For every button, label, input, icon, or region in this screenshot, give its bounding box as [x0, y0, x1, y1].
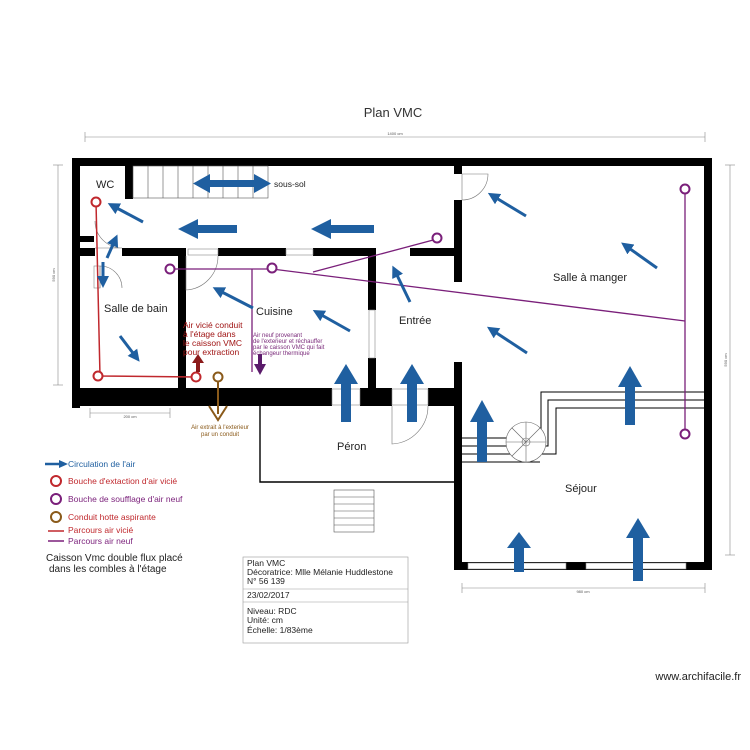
- airflow-arrow-living-2: [618, 366, 642, 425]
- title-block-line3: N° 56 139: [247, 576, 285, 586]
- fresh-vent-entry: [431, 232, 443, 244]
- extraction-up-arrow: [192, 354, 204, 372]
- note-air-neuf: Air neuf provenant de l'exterieur et réc…: [253, 333, 325, 357]
- svg-text:Circulation de l'air: Circulation de l'air: [68, 459, 135, 469]
- fresh-vent-bath: [164, 263, 176, 275]
- title-block-date: 23/02/2017: [247, 590, 290, 600]
- airflow-arrow-living-3: [507, 532, 531, 572]
- title-block-niveau: Niveau: RDC: [247, 606, 297, 616]
- hood-conduit: [208, 371, 228, 422]
- room-cuisine: Cuisine: [256, 306, 293, 318]
- legend-item-hood-conduit: Conduit hotte aspirante: [50, 511, 156, 523]
- svg-text:par le caisson VMC qui fait: par le caisson VMC qui fait: [253, 345, 325, 351]
- svg-text:Air vicié conduit: Air vicié conduit: [183, 320, 243, 330]
- extraction-vents: [90, 196, 202, 383]
- legend-item-vicie-path: Parcours air vicié: [48, 525, 133, 535]
- dim-left: 590 cm: [51, 268, 56, 282]
- room-peron: Péron: [337, 441, 366, 453]
- airflow-arrow-porch-2: [400, 364, 424, 422]
- title-block-line1: Plan VMC: [247, 558, 285, 568]
- dim-top: 1400 cm: [387, 131, 403, 136]
- room-sous-sol: sous-sol: [274, 179, 306, 189]
- airflow-arrows: [178, 174, 650, 581]
- room-salle-a-manger: Salle à manger: [553, 272, 627, 284]
- note-air-extrait: Air extrait à l'exterieur par un conduit: [191, 425, 249, 438]
- spiral-staircase: [505, 421, 547, 463]
- room-wc: WC: [96, 179, 114, 191]
- title-block-echelle: Échelle: 1/83ème: [247, 625, 313, 635]
- extraction-vent-wc: [90, 196, 102, 208]
- fresh-vent-kitchen: [266, 262, 278, 274]
- fresh-down-arrow: [254, 354, 266, 375]
- room-salle-de-bain: Salle de bain: [104, 303, 168, 315]
- dim-bottom-left: 200 cm: [123, 414, 137, 419]
- walls: [72, 158, 712, 570]
- fresh-vent-dining: [679, 183, 691, 195]
- dim-right: 590 cm: [723, 353, 728, 367]
- fresh-vent-living: [679, 428, 691, 440]
- railing: [462, 391, 704, 463]
- svg-text:le caisson VMC: le caisson VMC: [183, 338, 242, 348]
- extraction-vent-kitchen: [190, 371, 202, 383]
- svg-text:Bouche de soufflage d'air neuf: Bouche de soufflage d'air neuf: [68, 494, 183, 504]
- airflow-arrow-porch-1: [334, 364, 358, 422]
- title-block: Plan VMC Décoratrice: Mlle Mélanie Huddl…: [242, 556, 409, 644]
- svg-text:Air extrait à l'exterieur: Air extrait à l'exterieur: [191, 425, 249, 431]
- airflow-arrow-corridor-1: [178, 219, 237, 239]
- plan-title: Plan VMC: [364, 105, 423, 120]
- svg-text:de l'exterieur et réchauffer: de l'exterieur et réchauffer: [253, 339, 322, 345]
- airflow-arrow-corridor-2: [311, 219, 374, 239]
- svg-text:à l'étage dans: à l'étage dans: [183, 329, 236, 339]
- svg-text:Parcours air neuf: Parcours air neuf: [68, 536, 133, 546]
- svg-text:échangeur thermique: échangeur thermique: [253, 351, 310, 357]
- svg-text:par un conduit: par un conduit: [201, 432, 239, 438]
- brand-watermark: www.archifacile.fr: [654, 671, 741, 683]
- airflow-arrow-basement: [193, 174, 271, 193]
- fresh-air-vents: [164, 183, 691, 440]
- title-block-line2: Décoratrice: Mlle Mélanie Huddlestone: [247, 567, 393, 577]
- airflow-diagonal-arrows: [97, 192, 658, 362]
- room-entree: Entrée: [399, 315, 431, 327]
- legend-item-neuf-path: Parcours air neuf: [48, 536, 133, 546]
- svg-text:Conduit hotte aspirante: Conduit hotte aspirante: [68, 512, 156, 522]
- svg-text:Bouche d'extaction d'air vicié: Bouche d'extaction d'air vicié: [68, 476, 177, 486]
- doors: [94, 173, 489, 445]
- caisson-note-line2: dans les combles à l'étage: [49, 564, 167, 575]
- airflow-arrow-living-1: [470, 400, 494, 462]
- svg-text:Air neuf provenant: Air neuf provenant: [253, 333, 302, 339]
- legend-item-fresh-vent: Bouche de soufflage d'air neuf: [50, 493, 183, 505]
- porch-steps: [333, 489, 375, 533]
- note-air-vicie: Air vicié conduit à l'étage dans le cais…: [183, 320, 243, 357]
- airflow-arrow-living-4: [626, 518, 650, 581]
- porch-outline: [259, 406, 454, 483]
- room-sejour: Séjour: [565, 483, 597, 495]
- dim-bottom-right: 980 cm: [576, 589, 590, 594]
- svg-text:Parcours air vicié: Parcours air vicié: [68, 525, 133, 535]
- legend: Circulation de l'air Bouche d'extaction …: [45, 459, 183, 546]
- legend-item-airflow: Circulation de l'air: [45, 459, 135, 469]
- caisson-note-line1: Caisson Vmc double flux placé: [46, 553, 183, 564]
- extraction-vent-bath: [92, 370, 104, 382]
- svg-text:pour extraction: pour extraction: [183, 347, 239, 357]
- legend-item-extraction-vent: Bouche d'extaction d'air vicié: [50, 475, 177, 487]
- title-block-unite: Unité: cm: [247, 615, 283, 625]
- dimension-lines: [53, 132, 735, 593]
